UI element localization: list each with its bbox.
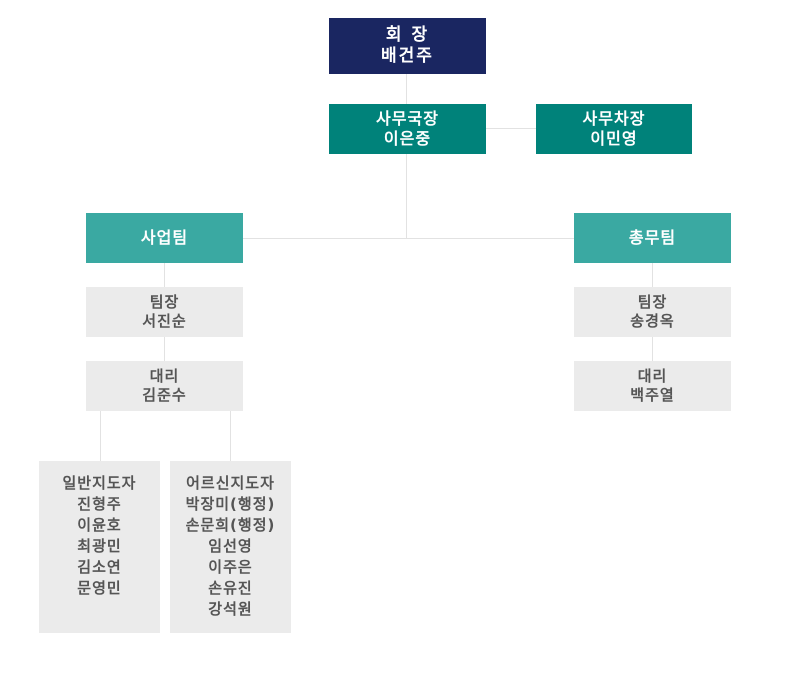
- senior-instructor-member: 손유진: [208, 579, 253, 597]
- connector-chairman-secretary: [406, 74, 407, 104]
- business-leader-name: 서진순: [142, 312, 187, 330]
- chairman-name: 배건주: [381, 46, 434, 66]
- chairman-title: 회 장: [385, 24, 430, 45]
- general-affairs-assistant-title: 대리: [637, 367, 668, 386]
- business-team-name: 사업팀: [140, 228, 189, 247]
- connector-affairs-leader: [652, 263, 653, 287]
- secretary-general-name: 이은중: [383, 129, 432, 148]
- senior-instructor-member: 박장미(행정): [185, 495, 276, 513]
- connector-business-leader: [164, 263, 165, 287]
- senior-instructors-box: 어르신지도자 박장미(행정) 손문희(행정) 임선영 이주은 손유진 강석원: [170, 461, 291, 633]
- general-affairs-assistant-name: 백주열: [630, 386, 675, 404]
- business-assistant-title: 대리: [149, 367, 180, 386]
- connector-secretary-deputy: [486, 128, 536, 129]
- general-affairs-leader-name: 송경옥: [630, 312, 675, 330]
- chairman-box: 회 장 배건주: [329, 18, 486, 74]
- general-instructor-member: 문영민: [77, 579, 122, 597]
- deputy-secretary-name: 이민영: [590, 129, 638, 148]
- senior-instructors-title: 어르신지도자: [186, 474, 275, 492]
- general-affairs-leader-title: 팀장: [637, 293, 668, 312]
- deputy-secretary-box: 사무차장 이민영: [536, 104, 692, 154]
- business-assistant-box: 대리 김준수: [86, 361, 243, 411]
- senior-instructor-member: 임선영: [208, 537, 253, 555]
- general-instructor-member: 진형주: [77, 495, 122, 513]
- general-affairs-leader-box: 팀장 송경옥: [574, 287, 731, 337]
- senior-instructor-member: 강석원: [208, 600, 253, 618]
- general-instructors-title: 일반지도자: [62, 474, 137, 492]
- secretary-general-box: 사무국장 이은중: [329, 104, 486, 154]
- general-affairs-team-box: 총무팀: [574, 213, 731, 263]
- general-instructor-member: 이윤호: [77, 516, 122, 534]
- business-assistant-name: 김준수: [142, 386, 187, 404]
- general-instructor-member: 김소연: [77, 558, 122, 576]
- business-team-box: 사업팀: [86, 213, 243, 263]
- connector-business-assistant: [164, 337, 165, 361]
- general-instructor-member: 최광민: [77, 537, 122, 555]
- business-leader-box: 팀장 서진순: [86, 287, 243, 337]
- connector-assistant-senior: [230, 411, 231, 461]
- connector-affairs-assistant: [652, 337, 653, 361]
- secretary-general-title: 사무국장: [376, 109, 439, 128]
- business-leader-title: 팀장: [149, 293, 180, 312]
- general-affairs-team-name: 총무팀: [628, 228, 677, 247]
- connector-secretary-teams: [406, 154, 407, 238]
- general-affairs-assistant-box: 대리 백주열: [574, 361, 731, 411]
- senior-instructor-member: 이주은: [208, 558, 253, 576]
- connector-assistant-general: [100, 411, 101, 461]
- deputy-secretary-title: 사무차장: [582, 109, 646, 128]
- general-instructors-box: 일반지도자 진형주 이윤호 최광민 김소연 문영민: [39, 461, 160, 633]
- connector-teams-horizontal: [243, 238, 575, 239]
- senior-instructor-member: 손문희(행정): [185, 516, 276, 534]
